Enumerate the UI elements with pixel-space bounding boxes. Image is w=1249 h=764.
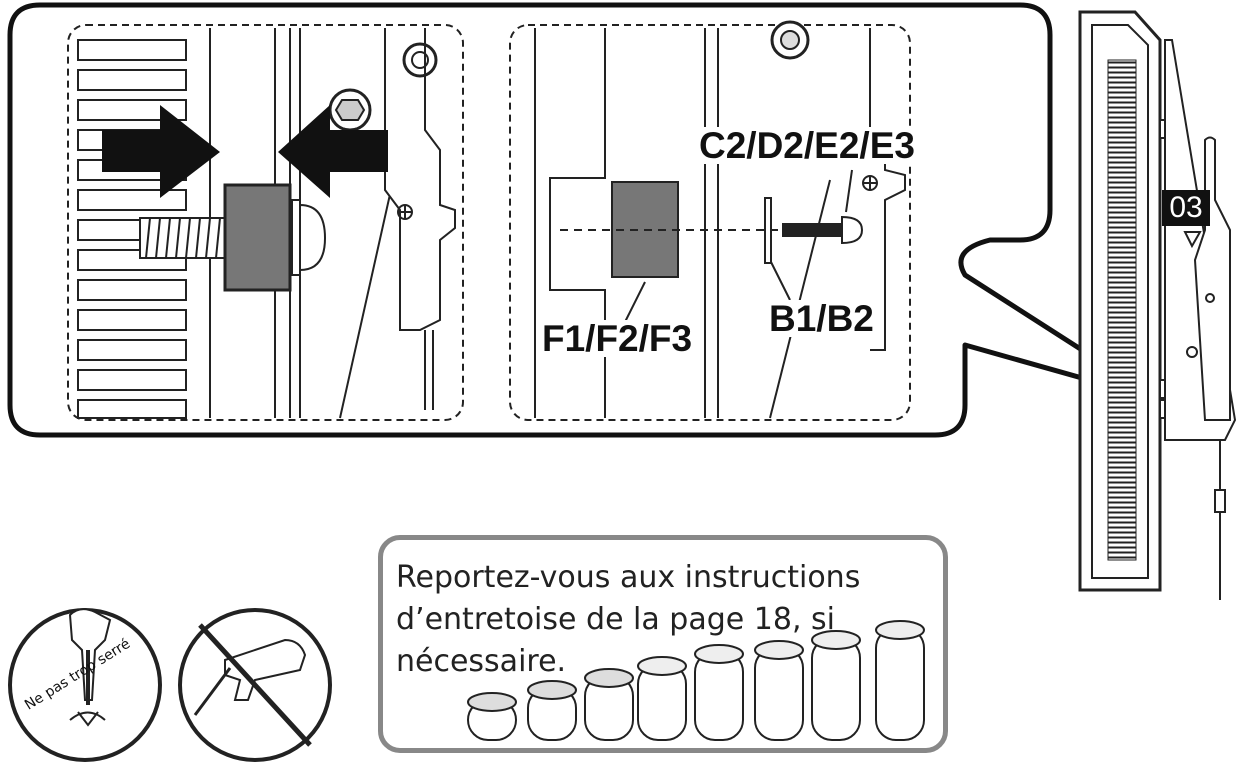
detail-left-panel <box>67 24 464 421</box>
note-text: Reportez-vous aux instructions d’entreto… <box>396 560 861 679</box>
no-power-drill-icon <box>178 608 332 762</box>
spacer-block <box>223 183 292 292</box>
no-overtighten-icon <box>8 608 162 762</box>
screw-shaft <box>782 223 842 237</box>
washer <box>764 197 772 264</box>
arrow-left <box>278 105 388 198</box>
spacers-row <box>467 620 925 741</box>
detail-right-panel <box>509 20 911 421</box>
washer-label-b1-b2: B1/B2 <box>765 300 878 337</box>
note-box <box>378 535 948 753</box>
tv-side-view <box>1078 10 1237 600</box>
arrow-right <box>102 105 220 198</box>
hardware-label-c2-d2-e2-e3: C2/D2/E2/E3 <box>695 127 919 164</box>
spacer-label-f1-f2-f3: F1/F2/F3 <box>540 318 695 359</box>
bracket-arm <box>384 28 456 331</box>
step-number-badge: 03 <box>1162 190 1210 226</box>
